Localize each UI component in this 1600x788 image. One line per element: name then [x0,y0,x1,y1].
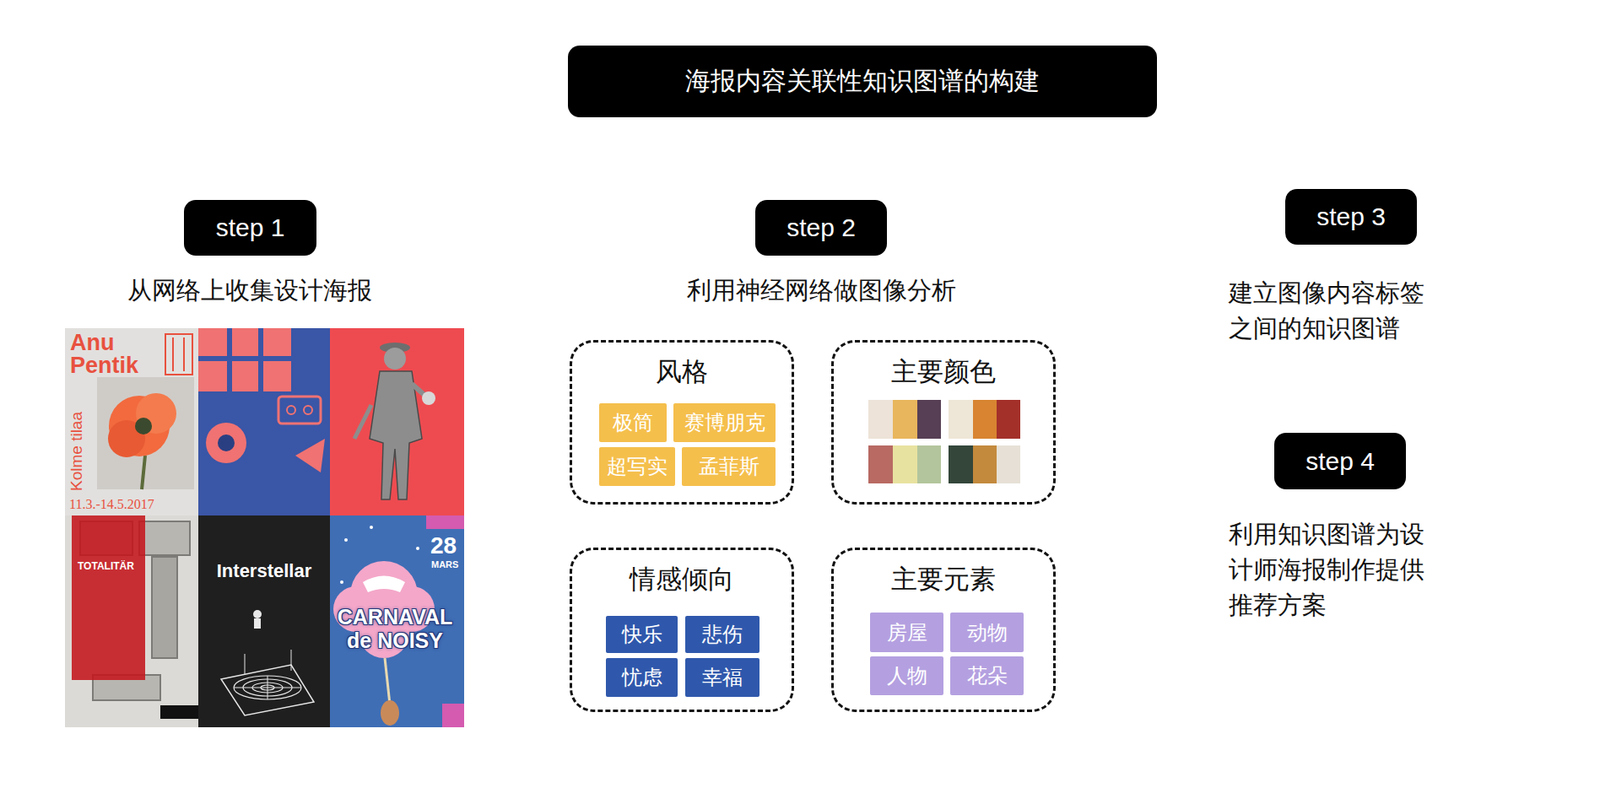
category-box: 情感倾向快乐 悲伤忧虑 幸福 [569,547,795,713]
tag-text: 超写实 [606,453,668,481]
step-label: step 3 [1316,202,1386,232]
title-box: 海报内容关联性知识图谱的构建 [567,45,1157,118]
style-tag: 超写实 [599,447,676,487]
poster-text: Interstellar [216,560,313,583]
tag-text: 动物 [967,619,1008,647]
emotion-tag: 悲伤 [685,616,760,654]
style-tag: 赛博朋克 [673,403,776,443]
tag-text: 孟菲斯 [698,453,760,481]
poster-totalitar [64,515,199,728]
poster-text: Anu Pentik [70,331,155,378]
poster-interstellar [198,515,330,728]
step-pill: step 4 [1274,432,1406,490]
poster-text: Kolme tilaa [67,411,87,492]
poster-figure [329,328,465,516]
poster-text: CARNAVAL de NOISY [331,605,459,653]
tag-text: 房屋 [886,619,928,647]
step-description: 建立图像内容标签之间的知识图谱 [1228,275,1433,346]
poster-poppy [64,328,199,516]
category-box: 主要元素房屋 动物人物 花朵 [831,547,1056,713]
step-pill: step 1 [183,200,317,256]
step-label: step 2 [786,213,856,243]
step-description: 从网络上收集设计海报 [127,275,373,306]
tag-text: 花朵 [967,662,1008,690]
emotion-tag: 忧虑 [605,658,678,698]
category-title: 主要颜色 [891,355,996,390]
tag-text: 极简 [612,409,654,437]
title-text: 海报内容关联性知识图谱的构建 [685,64,1040,99]
step-label: step 1 [216,213,286,243]
step-label: step 4 [1305,447,1375,476]
tag-text: 悲伤 [702,621,743,649]
element-tag: 动物 [950,612,1024,653]
emotion-tag: 幸福 [685,658,760,698]
element-tag: 人物 [870,656,944,696]
element-tag: 花朵 [950,656,1024,696]
element-tag: 房屋 [870,612,944,653]
tag-text: 幸福 [702,664,743,692]
poster-text: TOTALITÄR [77,560,135,573]
category-box: 主要颜色 [831,340,1056,505]
category-title: 情感倾向 [629,562,735,597]
emotion-tag: 快乐 [605,616,678,654]
style-tag: 极简 [599,403,667,443]
poster-text: MARS [431,559,459,571]
category-box: 风格极简 赛博朋克超写实 孟菲斯 [569,340,795,505]
step-description: 利用神经网络做图像分析 [686,275,957,306]
style-tag: 孟菲斯 [681,447,776,487]
poster-carnaval [329,515,465,728]
step-description: 利用知识图谱为设计师海报制作提供推荐方案 [1228,516,1433,623]
color-swatches [868,400,1021,484]
tag-text: 赛博朋克 [684,409,766,437]
tag-text: 忧虑 [621,664,663,692]
step-pill: step 3 [1285,189,1417,245]
step-pill: step 2 [755,200,887,256]
category-title: 风格 [655,355,709,390]
poster-window [198,328,330,516]
poster-text: 11.3.-14.5.2017 [69,496,155,513]
tag-text: 快乐 [621,621,663,649]
tag-text: 人物 [886,662,928,690]
category-title: 主要元素 [891,562,996,597]
poster-text: 28 [430,531,457,561]
